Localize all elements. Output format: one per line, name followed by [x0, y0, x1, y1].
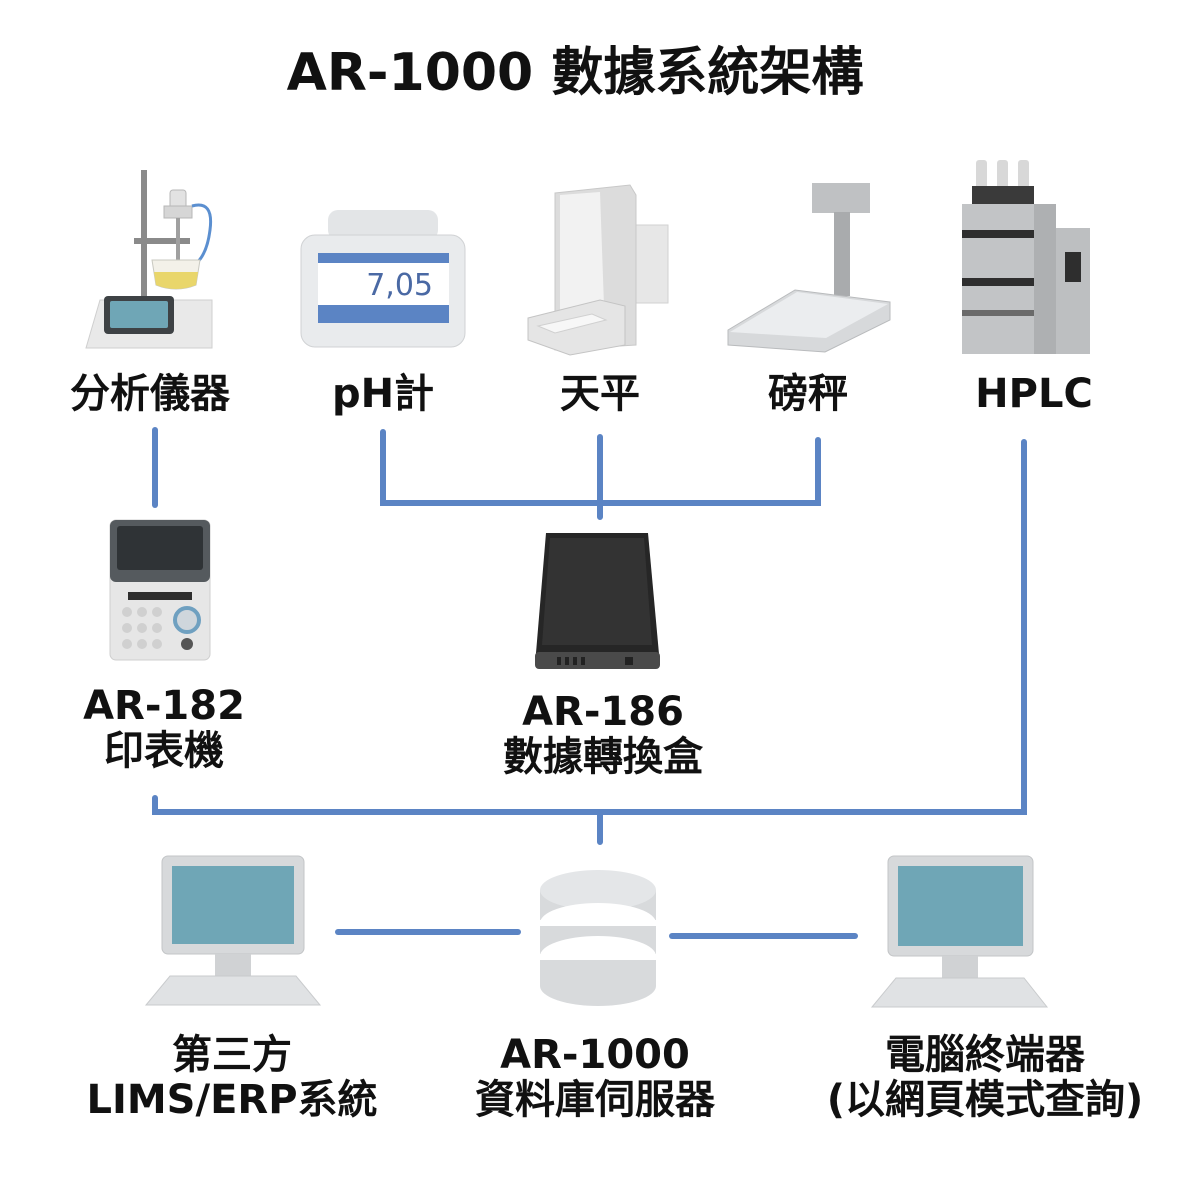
ph-meter-icon: 7,05	[300, 210, 466, 348]
page-title: AR-1000 數據系統架構	[286, 43, 864, 103]
terminal-line2: (以網頁模式查詢)	[826, 1076, 1144, 1123]
printer-name: 印表機	[104, 727, 224, 774]
printer-label: AR-182 印表機	[44, 684, 284, 774]
hplc-icon	[962, 160, 1090, 354]
connector-hplc-bus	[597, 439, 1027, 815]
lims-label: 第三方 LIMS/ERP系統	[42, 1033, 422, 1123]
lims-line2: LIMS/ERP系統	[86, 1076, 378, 1123]
connector-printer-bus	[152, 795, 603, 845]
server-label: AR-1000 資料庫伺服器	[440, 1033, 750, 1123]
device-label-scale: 磅秤	[768, 371, 848, 417]
database-icon	[540, 870, 656, 1006]
converter-label: AR-186 數據轉換盒	[453, 690, 753, 780]
server-model: AR-1000	[500, 1032, 690, 1078]
device-label-analysis-instrument: 分析儀器	[70, 371, 230, 417]
converter-name: 數據轉換盒	[503, 733, 703, 780]
lims-line1: 第三方	[172, 1032, 292, 1078]
computer-icon	[144, 855, 322, 1006]
connector-lines	[152, 427, 1027, 939]
balance-icon	[527, 184, 669, 356]
server-name: 資料庫伺服器	[475, 1076, 715, 1123]
ph-reading: 7,05	[366, 268, 433, 303]
device-label-hplc: HPLC	[975, 371, 1093, 417]
device-label-ph-meter: pH計	[331, 371, 435, 417]
device-label-balance: 天平	[560, 371, 640, 417]
titrator-icon	[85, 170, 213, 349]
connector-devices-converter	[380, 429, 821, 520]
converter-model: AR-186	[522, 689, 684, 735]
scale-icon	[727, 183, 891, 353]
terminal-line1: 電腦終端器	[885, 1032, 1085, 1078]
printer-icon	[109, 519, 211, 661]
terminal-computer-icon	[870, 855, 1049, 1008]
terminal-label: 電腦終端器 (以網頁模式查詢)	[780, 1033, 1190, 1123]
converter-box-icon	[535, 533, 660, 669]
printer-model: AR-182	[83, 683, 245, 729]
